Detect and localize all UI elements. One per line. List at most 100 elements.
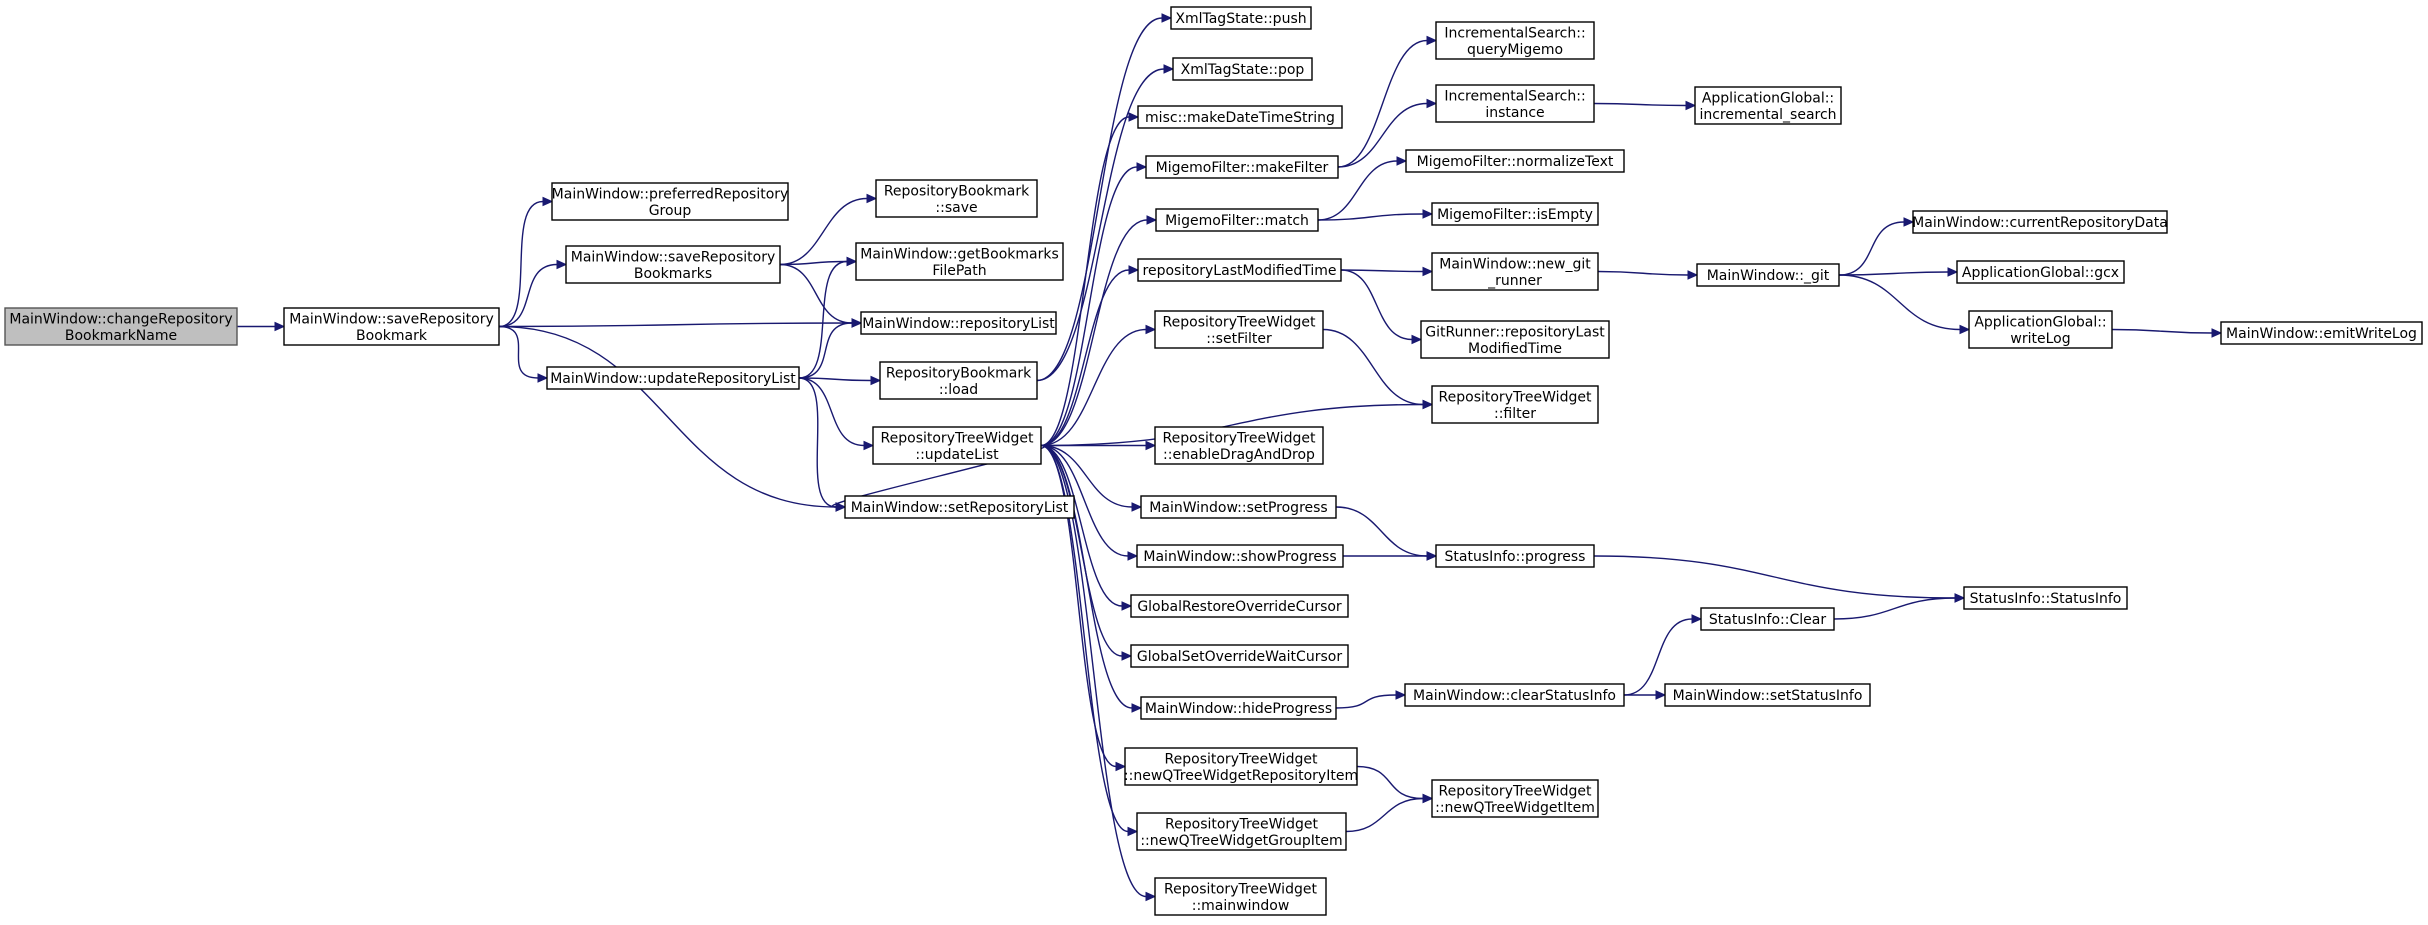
edge-line	[798, 377, 837, 508]
edge-arrowhead	[851, 318, 863, 328]
edge-line	[798, 377, 865, 447]
graph-node[interactable]: RepositoryTreeWidget::newQTreeWidgetRepo…	[1124, 747, 1358, 786]
edge-line	[1833, 597, 1956, 620]
graph-node[interactable]: MainWindow::_git	[1696, 263, 1840, 287]
graph-node[interactable]: MainWindow::emitWriteLog	[2220, 321, 2423, 345]
graph-node[interactable]: misc::makeDateTimeString	[1137, 105, 1343, 129]
edge-arrowhead	[1145, 324, 1157, 335]
graph-node[interactable]: RepositoryBookmark::save	[875, 179, 1038, 218]
node-box	[879, 361, 1038, 400]
graph-node[interactable]: RepositoryTreeWidget::setFilter	[1154, 310, 1324, 349]
edge-line	[798, 322, 853, 379]
edge-arrowhead	[1685, 100, 1697, 111]
node-label: MainWindow::changeRepository	[9, 311, 232, 327]
node-box	[844, 495, 1075, 519]
graph-node[interactable]: StatusInfo::progress	[1435, 544, 1595, 568]
graph-node[interactable]: IncrementalSearch::instance	[1435, 84, 1595, 123]
graph-node[interactable]: RepositoryBookmark::load	[879, 361, 1038, 400]
graph-node[interactable]: MainWindow::new_git_runner	[1431, 252, 1599, 291]
graph-node[interactable]: MigemoFilter::normalizeText	[1405, 149, 1625, 173]
node-label: incremental_search	[1699, 107, 1836, 123]
node-box	[1968, 310, 2113, 349]
graph-node[interactable]: MainWindow::updateRepositoryList	[546, 366, 800, 390]
graph-node[interactable]: ApplicationGlobal::incremental_search	[1694, 86, 1842, 125]
graph-node[interactable]: GlobalSetOverrideWaitCursor	[1130, 644, 1349, 668]
graph-node[interactable]: repositoryLastModifiedTime	[1137, 258, 1342, 282]
graph-node[interactable]: MigemoFilter::match	[1155, 208, 1319, 232]
node-label: StatusInfo::StatusInfo	[1970, 591, 2122, 607]
node-box	[1136, 544, 1344, 568]
node-box	[1154, 310, 1324, 349]
edge-line	[1040, 444, 1123, 607]
edge-line	[1345, 797, 1424, 833]
graph-node[interactable]: RepositoryTreeWidget::mainwindow	[1154, 877, 1327, 916]
edge-arrowhead	[1115, 761, 1127, 772]
edge-line	[1838, 274, 1961, 331]
node-label: MainWindow::_git	[1707, 268, 1830, 284]
node-label: writeLog	[2010, 331, 2070, 347]
nodes-layer: MainWindow::changeRepositoryBookmarkName…	[4, 6, 2423, 916]
graph-node[interactable]: IncrementalSearch::queryMigemo	[1435, 21, 1595, 60]
node-label: RepositoryTreeWidget	[1439, 389, 1592, 405]
graph-node[interactable]: RepositoryTreeWidget::updateList	[872, 426, 1042, 465]
edge-arrowhead	[1691, 614, 1703, 624]
graph-node[interactable]: MainWindow::setRepositoryList	[844, 495, 1075, 519]
edge-line	[498, 200, 544, 328]
node-box	[1172, 57, 1313, 81]
graph-node[interactable]: MainWindow::currentRepositoryData	[1912, 210, 2168, 234]
node-box	[1420, 320, 1610, 359]
graph-node[interactable]: MigemoFilter::isEmpty	[1431, 202, 1599, 226]
node-label: RepositoryTreeWidget	[1164, 881, 1317, 897]
node-box	[1154, 877, 1327, 916]
node-label: MainWindow::setRepositoryList	[851, 500, 1069, 516]
edge-line	[498, 263, 558, 328]
edge-arrowhead	[1131, 703, 1143, 713]
edge-line	[798, 260, 848, 379]
graph-node[interactable]: MainWindow::repositoryList	[860, 311, 1057, 335]
node-box	[1145, 155, 1339, 179]
node-label: ::load	[939, 382, 978, 398]
edge-arrowhead	[1396, 156, 1408, 166]
graph-node[interactable]: ApplicationGlobal::gcx	[1956, 260, 2125, 284]
graph-node[interactable]: XmlTagState::push	[1170, 6, 1312, 30]
graph-node[interactable]: MainWindow::setProgress	[1140, 495, 1337, 519]
node-box	[1140, 495, 1337, 519]
edge-line	[1623, 618, 1693, 696]
edge-line	[1838, 221, 1905, 276]
graph-node[interactable]: RepositoryTreeWidget::newQTreeWidgetItem	[1431, 779, 1599, 818]
graph-node[interactable]: RepositoryTreeWidget::filter	[1431, 385, 1599, 424]
node-box	[1435, 544, 1595, 568]
node-label: ::mainwindow	[1192, 898, 1290, 914]
graph-node[interactable]: MainWindow::clearStatusInfo	[1404, 683, 1625, 707]
edge-arrowhead	[1422, 209, 1434, 219]
graph-node[interactable]: RepositoryTreeWidget::enableDragAndDrop	[1154, 426, 1324, 465]
edge-arrowhead	[1161, 13, 1173, 23]
node-label: RepositoryBookmark	[884, 183, 1030, 199]
graph-node[interactable]: StatusInfo::Clear	[1700, 607, 1835, 631]
graph-node[interactable]: StatusInfo::StatusInfo	[1963, 586, 2128, 610]
edge-arrowhead	[1131, 502, 1143, 512]
graph-node[interactable]: ApplicationGlobal::writeLog	[1968, 310, 2113, 349]
edge-line	[1040, 219, 1148, 447]
graph-node[interactable]: MainWindow::setStatusInfo	[1664, 683, 1871, 707]
graph-node[interactable]: MainWindow::hideProgress	[1140, 696, 1337, 720]
graph-node[interactable]: GlobalRestoreOverrideCursor	[1130, 594, 1349, 618]
node-label: ::enableDragAndDrop	[1163, 447, 1315, 463]
graph-node[interactable]: MigemoFilter::makeFilter	[1145, 155, 1339, 179]
node-label: _runner	[1487, 273, 1542, 289]
node-box	[1956, 260, 2125, 284]
graph-node[interactable]: MainWindow::showProgress	[1136, 544, 1344, 568]
graph-node[interactable]: RepositoryTreeWidget::newQTreeWidgetGrou…	[1136, 812, 1347, 851]
graph-node[interactable]: GitRunner::repositoryLastModifiedTime	[1420, 320, 1610, 359]
node-box	[1431, 202, 1599, 226]
edge-line	[779, 197, 868, 266]
node-label: MainWindow::updateRepositoryList	[550, 371, 796, 387]
edge-arrowhead	[1422, 266, 1434, 277]
node-label: GlobalRestoreOverrideCursor	[1137, 599, 1342, 615]
graph-node[interactable]: XmlTagState::pop	[1172, 57, 1313, 81]
